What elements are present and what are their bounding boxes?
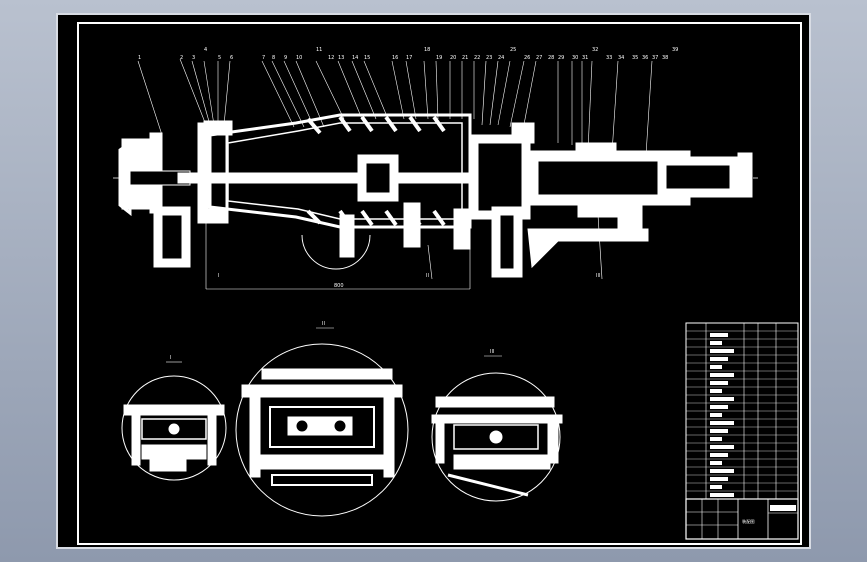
balloon-number: 26 bbox=[524, 55, 530, 61]
balloon-number: 29 bbox=[558, 55, 564, 61]
balloon-number: 13 bbox=[338, 55, 344, 61]
balloon-number: 28 bbox=[548, 55, 554, 61]
balloon-number: 3 bbox=[192, 55, 195, 61]
parts-row-mark bbox=[710, 389, 722, 393]
balloon-number: 39 bbox=[672, 47, 678, 53]
parts-row-mark bbox=[710, 493, 734, 497]
parts-row-mark bbox=[710, 469, 734, 473]
parts-row-mark bbox=[710, 429, 728, 433]
balloon-number: 18 bbox=[424, 47, 430, 53]
parts-row-mark bbox=[710, 421, 734, 425]
parts-row-mark bbox=[710, 461, 722, 465]
parts-row-mark bbox=[710, 365, 722, 369]
detail-view-1: I bbox=[121, 355, 227, 481]
balloon-number: 31 bbox=[582, 55, 588, 61]
parts-list-rows bbox=[686, 330, 798, 497]
balloon-number: 14 bbox=[352, 55, 358, 61]
balloon-number: 37 bbox=[652, 55, 658, 61]
balloon-number: 19 bbox=[436, 55, 442, 61]
parts-row-mark bbox=[710, 485, 722, 489]
balloon-number: 15 bbox=[364, 55, 370, 61]
detail-view-3: III bbox=[431, 349, 563, 502]
balloon-number: 33 bbox=[606, 55, 612, 61]
section-label-1: I bbox=[218, 273, 219, 279]
balloon-number: 11 bbox=[316, 47, 322, 53]
balloon-number: 7 bbox=[262, 55, 265, 61]
balloon-number: 21 bbox=[462, 55, 468, 61]
balloon-leaders bbox=[137, 58, 653, 290]
balloon-number: 16 bbox=[392, 55, 398, 61]
balloon-number: 32 bbox=[592, 47, 598, 53]
balloon-number: 30 bbox=[572, 55, 578, 61]
balloon-number: 22 bbox=[474, 55, 480, 61]
section-label-2: II bbox=[426, 273, 429, 279]
balloon-number: 17 bbox=[406, 55, 412, 61]
balloon-number: 20 bbox=[450, 55, 456, 61]
detail-label-2: II bbox=[322, 321, 325, 327]
parts-row-mark bbox=[710, 349, 734, 353]
detail-label-1: I bbox=[170, 355, 171, 361]
balloon-number: 23 bbox=[486, 55, 492, 61]
drawing-frame bbox=[77, 22, 802, 545]
parts-row-mark bbox=[710, 397, 734, 401]
section-label-3: III bbox=[596, 273, 600, 279]
parts-row-mark bbox=[710, 405, 728, 409]
title-block-name: 装配图 bbox=[742, 518, 755, 525]
balloon-number: 9 bbox=[284, 55, 287, 61]
balloon-number: 2 bbox=[180, 55, 183, 61]
parts-row-mark bbox=[710, 357, 728, 361]
balloon-number: 38 bbox=[662, 55, 668, 61]
parts-row-mark bbox=[710, 453, 728, 457]
balloon-number: 25 bbox=[510, 47, 516, 53]
parts-row-mark bbox=[710, 437, 722, 441]
title-block bbox=[685, 498, 799, 540]
parts-row-mark bbox=[710, 445, 734, 449]
balloon-number: 12 bbox=[328, 55, 334, 61]
parts-row-mark bbox=[710, 333, 728, 337]
balloon-number: 10 bbox=[296, 55, 302, 61]
balloon-number: 1 bbox=[138, 55, 141, 61]
balloon-number: 24 bbox=[498, 55, 504, 61]
parts-row-mark bbox=[710, 381, 728, 385]
balloon-number: 5 bbox=[218, 55, 221, 61]
balloon-number: 36 bbox=[642, 55, 648, 61]
balloon-number: 27 bbox=[536, 55, 542, 61]
balloon-number: 35 bbox=[632, 55, 638, 61]
balloon-number: 6 bbox=[230, 55, 233, 61]
detail-label-3: III bbox=[490, 349, 494, 355]
parts-row-mark bbox=[710, 373, 734, 377]
dimension-label: 800 bbox=[334, 283, 344, 289]
parts-row-mark bbox=[710, 413, 722, 417]
main-assembly-view bbox=[113, 113, 758, 278]
balloon-number: 34 bbox=[618, 55, 624, 61]
balloon-number: 4 bbox=[204, 47, 207, 53]
parts-row-mark bbox=[710, 341, 722, 345]
balloon-number: 8 bbox=[272, 55, 275, 61]
parts-row-mark bbox=[710, 477, 728, 481]
detail-view-2: II bbox=[235, 321, 409, 517]
